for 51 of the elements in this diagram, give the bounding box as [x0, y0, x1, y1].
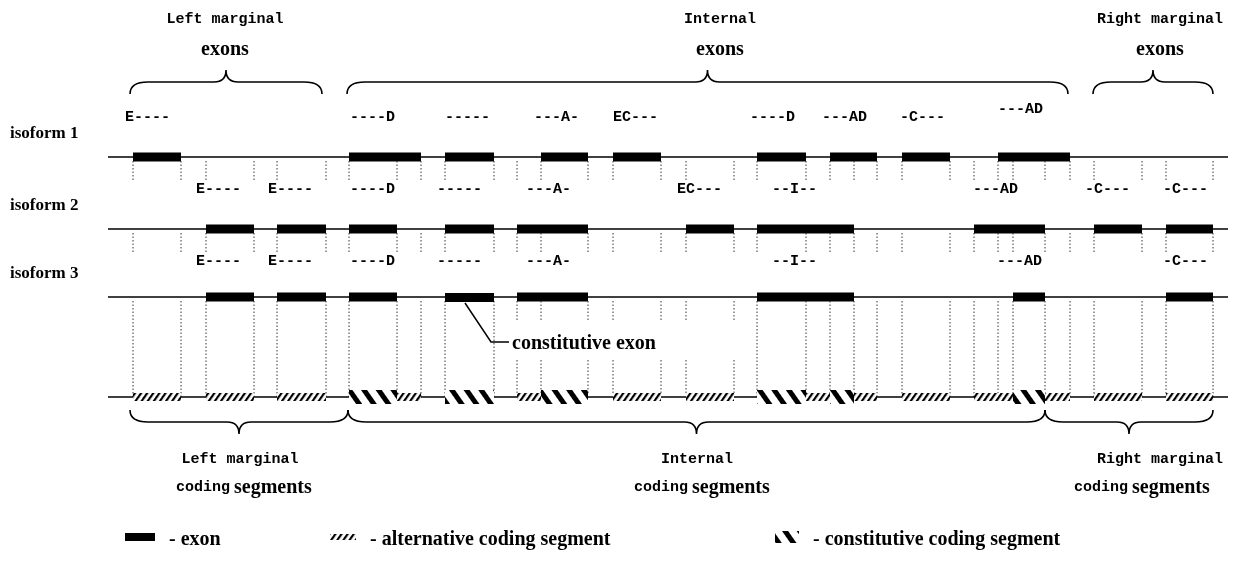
- exon-annotation: E----: [196, 182, 241, 197]
- heading-text: coding: [1074, 480, 1128, 495]
- exon-annotation: ----D: [350, 110, 395, 125]
- heading-text: Internal: [684, 12, 756, 27]
- exon-bar: [445, 292, 494, 302]
- exon-annotation: E----: [196, 254, 241, 269]
- exon-annotation: ---AD: [822, 110, 867, 125]
- exon-annotation: ---AD: [998, 102, 1043, 117]
- exon-annotation: ---AD: [997, 254, 1042, 269]
- heading-text: coding: [634, 480, 688, 495]
- legend-text: - constitutive coding segment: [813, 528, 1061, 548]
- heading-text: Right marginal: [1097, 12, 1224, 27]
- leader-line: [464, 302, 510, 343]
- exon-annotation: EC---: [677, 182, 722, 197]
- exon-annotation: -----: [437, 254, 482, 269]
- exon-annotation: E----: [125, 110, 170, 125]
- row-label: isoform 3: [10, 264, 79, 281]
- exon-annotation: ---A-: [526, 254, 571, 269]
- legend-text: - alternative coding segment: [370, 528, 611, 548]
- exon-annotation: -----: [437, 182, 482, 197]
- exon-annotation: -C---: [1085, 182, 1130, 197]
- exon-annotation: ---AD: [973, 182, 1018, 197]
- heading-text: exons: [1136, 38, 1184, 58]
- heading-text: segments: [1132, 476, 1210, 496]
- exon-annotation: -C---: [1163, 254, 1208, 269]
- exon-annotation: --I--: [772, 182, 817, 197]
- exon-annotation: ----D: [350, 254, 395, 269]
- heading-text: segments: [692, 476, 770, 496]
- exon-annotation: EC---: [613, 110, 658, 125]
- exon-annotation: -C---: [1163, 182, 1208, 197]
- exon-annotation: ---A-: [526, 182, 571, 197]
- row-label: isoform 2: [10, 196, 79, 213]
- exon-annotation: ---A-: [534, 110, 579, 125]
- exon-annotation: E----: [268, 182, 313, 197]
- heading-text: exons: [201, 38, 249, 58]
- exon-annotation: --I--: [772, 254, 817, 269]
- heading-text: coding: [176, 480, 230, 495]
- heading-text: Right marginal: [1097, 452, 1224, 467]
- heading-text: Left marginal: [181, 452, 299, 467]
- row-label: isoform 1: [10, 124, 79, 141]
- exon-annotation: -C---: [900, 110, 945, 125]
- heading-text: exons: [696, 38, 744, 58]
- exon-annotation: -----: [445, 110, 490, 125]
- legend-text: - exon: [169, 528, 221, 548]
- exon-annotation: E----: [268, 254, 313, 269]
- exon-annotation: ----D: [350, 182, 395, 197]
- callout-text: constitutive exon: [512, 332, 656, 352]
- heading-text: segments: [234, 476, 312, 496]
- heading-text: Internal: [661, 452, 733, 467]
- exon-annotation: ----D: [750, 110, 795, 125]
- heading-text: Left marginal: [166, 12, 284, 27]
